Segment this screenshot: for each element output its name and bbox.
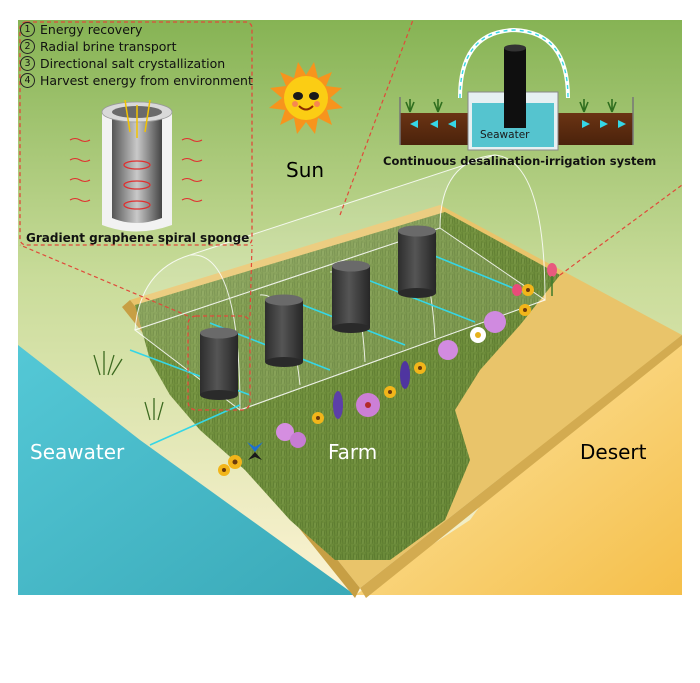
grass-tufts <box>93 351 164 421</box>
flower-strip <box>218 263 557 476</box>
desert-label: Desert <box>580 440 647 464</box>
sponge-cylinder <box>398 225 436 298</box>
step-text: Energy recovery <box>40 22 143 37</box>
sponge-inset <box>19 21 253 246</box>
sponge-step-list: 1 Energy recovery 2 Radial brine transport… <box>20 21 253 89</box>
system-caption: Continuous desalination-irrigation syste… <box>383 154 657 168</box>
sponge-cylinder <box>200 327 238 400</box>
step-number: 4 <box>20 73 35 88</box>
step-number: 3 <box>20 56 35 71</box>
seawater-region <box>18 345 355 595</box>
step-text: Directional salt crystallization <box>40 56 226 71</box>
farm-label: Farm <box>328 440 378 464</box>
seawater-tank-label: Seawater <box>480 129 530 141</box>
step-number: 2 <box>20 39 35 54</box>
list-item: 1 Energy recovery <box>20 21 253 38</box>
sun-label: Sun <box>286 158 325 182</box>
sponge-cylinders <box>200 225 436 400</box>
step-text: Radial brine transport <box>40 39 177 54</box>
step-text: Harvest energy from environment <box>40 73 253 88</box>
seawater-label: Seawater <box>30 440 125 464</box>
list-item: 4 Harvest energy from environment <box>20 72 253 89</box>
sponge-caption: Gradient graphene spiral sponge <box>26 231 250 245</box>
list-item: 2 Radial brine transport <box>20 38 253 55</box>
system-inset <box>399 27 634 151</box>
sponge-cylinder <box>265 294 303 367</box>
sun-icon <box>269 62 343 134</box>
sponge-cylinder <box>332 260 370 333</box>
step-number: 1 <box>20 22 35 37</box>
list-item: 3 Directional salt crystallization <box>20 55 253 72</box>
callout-box <box>187 315 251 411</box>
